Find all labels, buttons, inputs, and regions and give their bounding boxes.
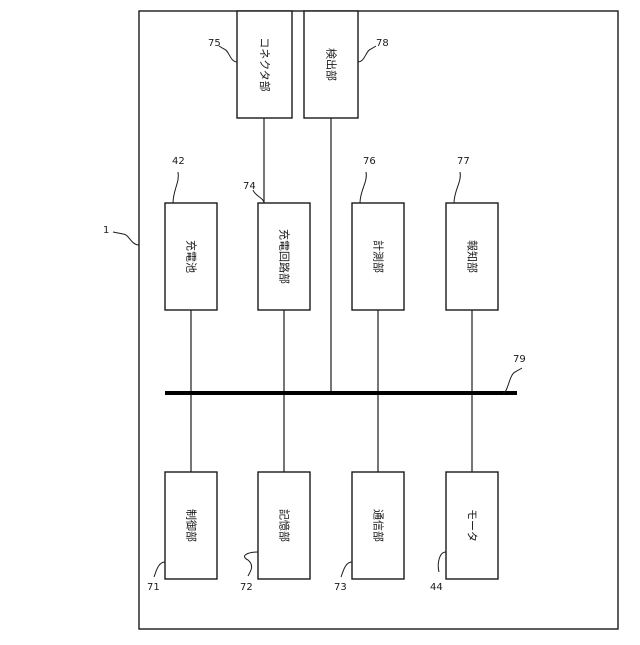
controller-ref: 71 [147,582,160,593]
measurement-ref: 76 [363,156,376,167]
bus-ref-leader [503,368,522,393]
notification-ref-leader [454,172,460,203]
communication-ref: 73 [334,582,347,593]
connector-ref-leader [219,46,237,62]
communication-label: 通信部 [372,509,386,542]
measurement-block: 計測部 [352,203,404,310]
motor-ref: 44 [430,582,443,593]
motor-block: モータ [446,472,498,579]
notification-block: 報知部 [446,203,498,310]
notification-ref: 77 [457,156,470,167]
controller-block: 制御部 [165,472,217,579]
storage-ref: 72 [240,582,253,593]
detector-block: 検出部 [304,11,358,118]
battery-ref-leader [173,172,178,203]
controller-ref-leader [154,562,165,577]
battery-label: 充電池 [185,240,199,273]
device-ref: 1 [103,225,109,236]
connector-ref: 75 [208,38,221,49]
connector-label: コネクタ部 [258,37,272,92]
storage-ref-leader [245,552,258,576]
detector-ref-leader [358,46,376,62]
bus-ref: 79 [513,354,526,365]
communication-ref-leader [341,562,352,577]
detector-ref: 78 [376,38,389,49]
notification-label: 報知部 [466,240,480,273]
measurement-label: 計測部 [372,240,386,273]
battery-block: 充電池 [165,203,217,310]
storage-label: 記憶部 [278,509,292,542]
connector-block: コネクタ部 [237,11,292,118]
measurement-ref-leader [360,172,366,203]
battery-ref: 42 [172,156,185,167]
charging-circuit-ref: 74 [243,181,256,192]
device-ref-leader [113,232,139,245]
storage-block: 記憶部 [258,472,310,579]
detector-label: 検出部 [325,48,339,81]
communication-block: 通信部 [352,472,404,579]
controller-label: 制御部 [185,509,199,542]
motor-ref-leader [438,552,446,572]
charging-circuit-block: 充電回路部 [258,203,310,310]
motor-label: モータ [466,509,479,542]
charging-circuit-label: 充電回路部 [278,229,292,284]
